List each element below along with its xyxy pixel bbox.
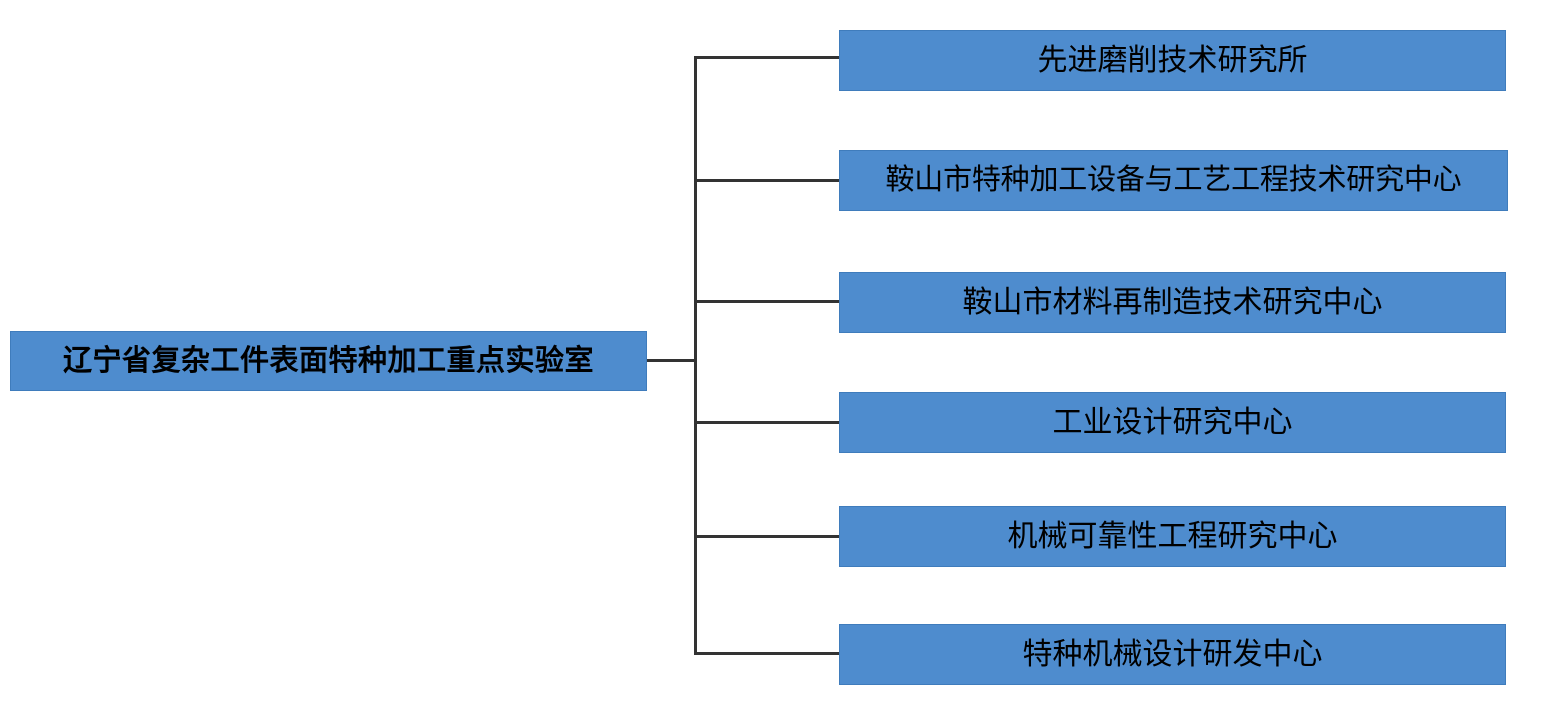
node-child-mechanical-reliability-center[interactable]: 机械可靠性工程研究中心 bbox=[839, 506, 1506, 567]
connector-trunk bbox=[694, 56, 697, 655]
connector-branch-2 bbox=[694, 179, 839, 182]
connector-branch-1 bbox=[694, 56, 839, 59]
node-child-special-machinery-rd-center[interactable]: 特种机械设计研发中心 bbox=[839, 624, 1506, 685]
connector-branch-5 bbox=[694, 535, 839, 538]
node-root-laboratory[interactable]: 辽宁省复杂工件表面特种加工重点实验室 bbox=[10, 331, 647, 391]
node-child-special-machining-equipment-center[interactable]: 鞍山市特种加工设备与工艺工程技术研究中心 bbox=[839, 150, 1508, 211]
connector-branch-6 bbox=[694, 652, 839, 655]
node-child-industrial-design-center[interactable]: 工业设计研究中心 bbox=[839, 392, 1506, 453]
connector-root-stub bbox=[647, 359, 697, 362]
connector-branch-3 bbox=[694, 300, 839, 303]
connector-branch-4 bbox=[694, 421, 839, 424]
node-child-material-remanufacturing-center[interactable]: 鞍山市材料再制造技术研究中心 bbox=[839, 272, 1506, 333]
node-child-advanced-grinding-institute[interactable]: 先进磨削技术研究所 bbox=[839, 30, 1506, 91]
